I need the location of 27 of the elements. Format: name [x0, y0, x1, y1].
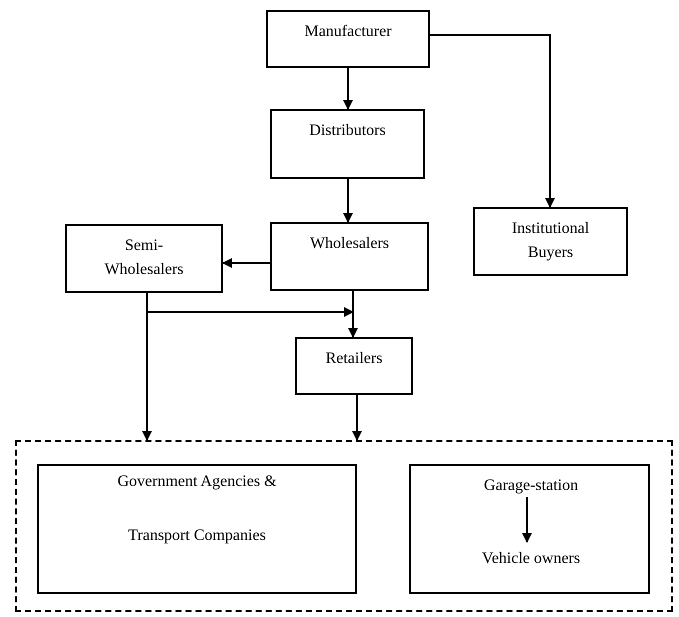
box-text: Vehicle owners — [482, 549, 580, 569]
process-box — [266, 10, 430, 68]
arrow — [522, 497, 532, 543]
box-text: Government Agencies & — [116, 472, 278, 492]
box-text: Distributors — [309, 121, 386, 141]
box-text: Semi-Wholesalers — [103, 236, 185, 280]
box-text: Institutional Buyers — [510, 219, 590, 263]
process-box — [270, 109, 425, 179]
box-text: Transport Companies — [128, 526, 266, 546]
arrow — [343, 68, 353, 110]
group-box — [409, 464, 650, 594]
box-text: Garage-station — [484, 476, 578, 496]
process-box — [37, 464, 357, 594]
process-box — [473, 207, 628, 276]
arrow — [352, 395, 362, 441]
arrow — [142, 293, 152, 441]
arrow — [343, 179, 353, 223]
arrow — [430, 34, 555, 208]
arrow — [222, 258, 270, 268]
process-box — [270, 222, 429, 291]
process-box — [295, 337, 413, 395]
box-text: Retailers — [326, 349, 382, 369]
process-box — [65, 224, 223, 293]
box-text: Manufacturer — [304, 22, 392, 42]
arrow — [348, 291, 358, 338]
box-text: Wholesalers — [310, 234, 390, 254]
dashed-group-box — [15, 440, 673, 612]
